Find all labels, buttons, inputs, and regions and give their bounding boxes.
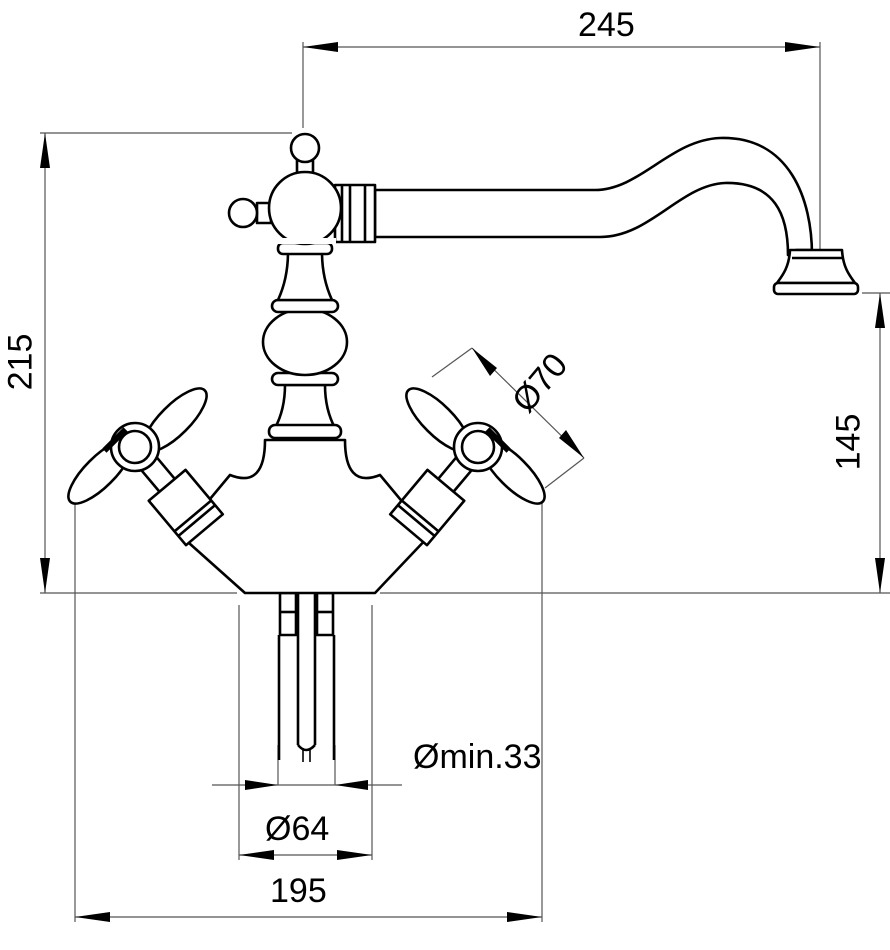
dimension-lines [40,42,890,922]
faucet-body [178,132,432,595]
dimension-hole-min-diameter: Ømin.33 [413,738,542,776]
supply-pipes [277,591,336,762]
right-handle [388,387,546,547]
dimension-spout-reach: 245 [578,6,635,44]
dimension-spout-height: 145 [829,413,868,471]
dimension-base-diameter: Ø64 [265,810,330,848]
left-handle [67,387,225,547]
dimension-handle-span: 195 [270,872,327,910]
spout [333,136,860,296]
dimension-total-height: 215 [1,333,40,391]
